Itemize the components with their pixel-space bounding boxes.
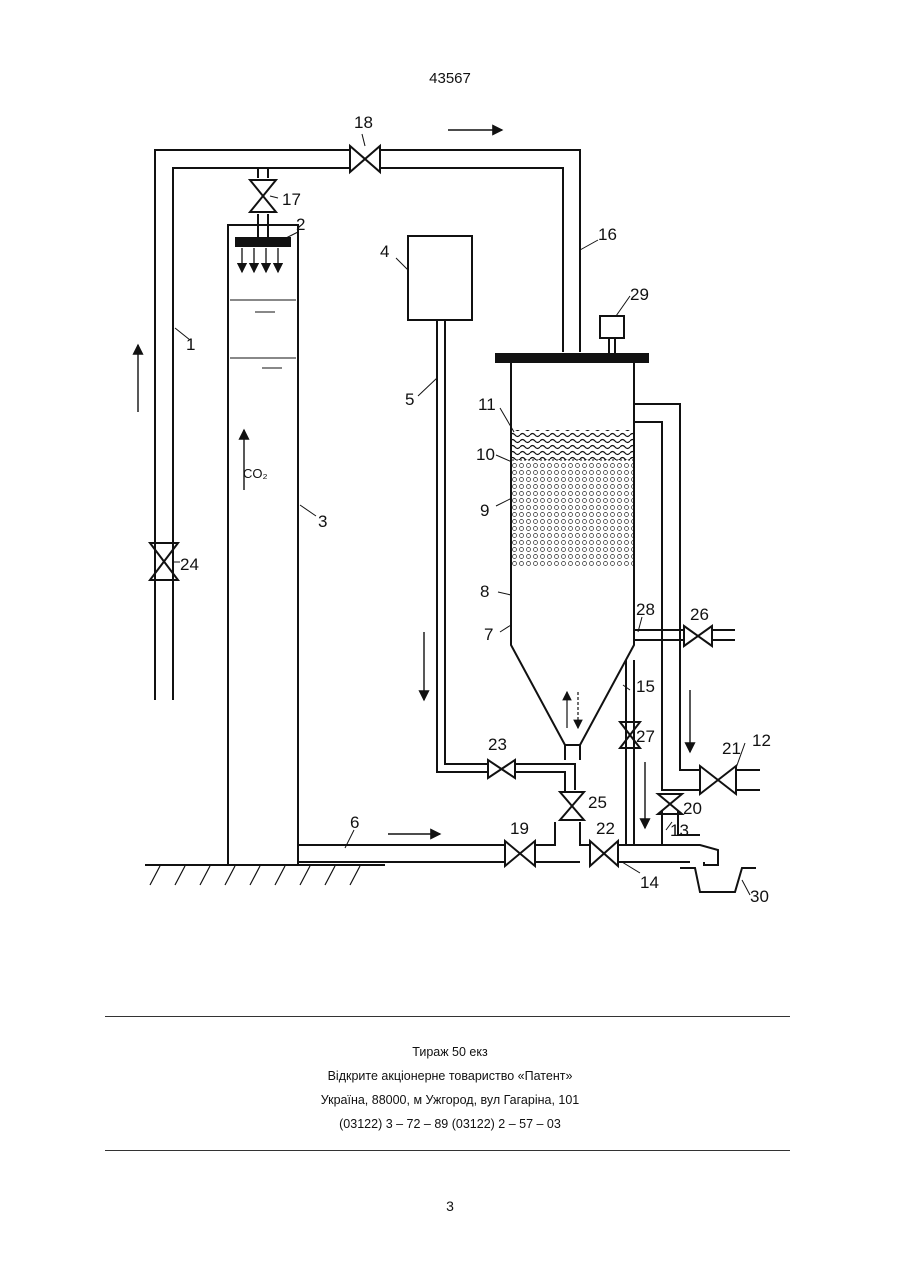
valve-26 [684, 626, 712, 646]
valve-21 [700, 766, 736, 794]
label-24: 24 [180, 555, 199, 574]
valve-23 [488, 760, 515, 778]
label-15: 15 [636, 677, 655, 696]
label-18: 18 [354, 113, 373, 132]
dosing-tank-4 [408, 236, 472, 320]
valve-20 [658, 794, 682, 814]
page-number: 3 [0, 1198, 900, 1214]
co2-label: CO₂ [243, 466, 268, 481]
label-13: 13 [670, 821, 689, 840]
label-23: 23 [488, 735, 507, 754]
motor-29 [600, 316, 624, 354]
valve-25 [560, 792, 584, 820]
footer-rule-bottom [105, 1150, 790, 1151]
label-17: 17 [282, 190, 301, 209]
label-12: 12 [752, 731, 771, 750]
sprayer-2 [236, 238, 290, 272]
valve-17 [250, 180, 276, 212]
label-19: 19 [510, 819, 529, 838]
label-22: 22 [596, 819, 615, 838]
label-20: 20 [683, 799, 702, 818]
ground-line [145, 865, 385, 885]
footer-imprint: Тираж 50 екз Відкрите акціонерне товарис… [0, 1040, 900, 1136]
footer-rule-top [105, 1016, 790, 1017]
label-27: 27 [636, 727, 655, 746]
label-14: 14 [640, 873, 659, 892]
label-11: 11 [478, 395, 496, 414]
valve-18 [350, 146, 380, 172]
pipe-16 [380, 130, 580, 352]
column-3 [228, 225, 298, 865]
sump-30 [680, 868, 756, 892]
valve-22 [590, 841, 618, 866]
footer-line-3: Україна, 88000, м Ужгород, вул Гагаріна,… [0, 1088, 900, 1112]
technical-drawing: CO₂ 1 2 3 4 5 6 7 8 9 10 11 12 13 14 15 … [0, 0, 900, 1000]
footer-line-4: (03122) 3 – 72 – 89 (03122) 2 – 57 – 03 [0, 1112, 900, 1136]
label-25: 25 [588, 793, 607, 812]
label-30: 30 [750, 887, 769, 906]
label-5: 5 [405, 390, 414, 409]
label-8: 8 [480, 582, 489, 601]
label-10: 10 [476, 445, 495, 464]
label-9: 9 [480, 501, 489, 520]
label-28: 28 [636, 600, 655, 619]
footer-line-1: Тираж 50 екз [0, 1040, 900, 1064]
pipe-6 [298, 790, 718, 865]
pipe-1 [138, 150, 350, 700]
label-26: 26 [690, 605, 709, 624]
label-21: 21 [722, 739, 741, 758]
label-7: 7 [484, 625, 493, 644]
label-6: 6 [350, 813, 359, 832]
footer-line-2: Відкрите акціонерне товариство «Патент» [0, 1064, 900, 1088]
label-16: 16 [598, 225, 617, 244]
label-3: 3 [318, 512, 327, 531]
valve-19 [505, 841, 535, 866]
label-2: 2 [296, 215, 305, 234]
label-29: 29 [630, 285, 649, 304]
label-4: 4 [380, 242, 389, 261]
leader-lines [172, 134, 750, 895]
label-1: 1 [186, 335, 195, 354]
